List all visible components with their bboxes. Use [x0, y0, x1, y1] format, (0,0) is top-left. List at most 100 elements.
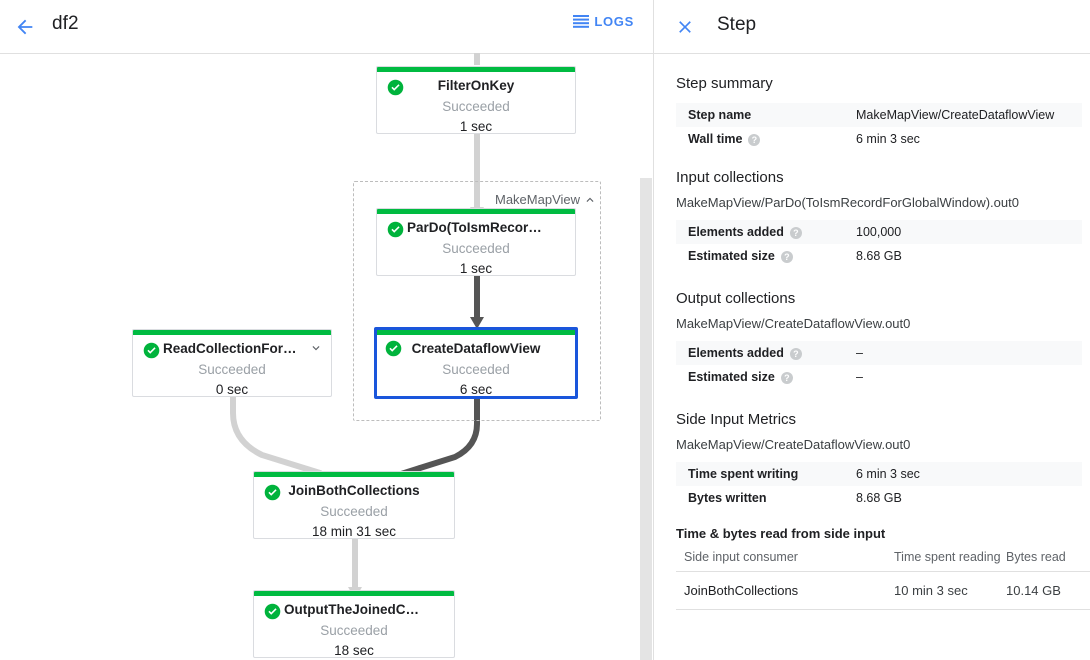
graph-node-join-both-collections[interactable]: JoinBothCollections Succeeded 18 min 31 … [253, 471, 455, 539]
side-input-metrics-section: Side Input Metrics MakeMapView/CreateDat… [676, 411, 1082, 510]
input-collections-section: Input collections MakeMapView/ParDo(ToIs… [676, 169, 1082, 268]
side-input-read-heading: Time & bytes read from side input [676, 526, 886, 541]
row-key: Time spent writing [688, 467, 799, 481]
node-status-bar [377, 330, 575, 335]
row-key: Elements added? [676, 220, 856, 244]
row-value: 6 min 3 sec [856, 132, 920, 146]
row-key: Estimated size? [676, 244, 856, 268]
cell-time-spent-reading: 10 min 3 sec [894, 571, 1006, 610]
node-time: 18 min 31 sec [311, 524, 397, 539]
check-circle-icon [385, 340, 402, 357]
node-status: Succeeded [442, 99, 510, 114]
table-row: Bytes written 8.68 GB [676, 486, 1082, 510]
node-status-bar [254, 591, 454, 596]
column-header: Time spent reading [894, 546, 1006, 572]
row-key: Estimated size? [676, 365, 856, 389]
column-header: Side input consumer [676, 546, 894, 572]
help-icon[interactable]: ? [780, 371, 793, 384]
help-icon[interactable]: ? [748, 133, 761, 146]
node-status-bar [133, 330, 331, 335]
table-row: Estimated size? – [676, 365, 1082, 389]
table-row: Elements added? – [676, 341, 1082, 365]
output-collections-section: Output collections MakeMapView/CreateDat… [676, 290, 1082, 389]
row-value: – [856, 346, 863, 360]
graph-vertical-scrollbar[interactable] [640, 178, 652, 660]
help-icon[interactable]: ? [789, 226, 802, 239]
table-row: JoinBothCollections 10 min 3 sec 10.14 G… [676, 571, 1090, 610]
page-title: df2 [52, 13, 79, 34]
node-time: 1 sec [459, 261, 493, 276]
node-time: 0 sec [215, 382, 249, 397]
node-status: Succeeded [442, 241, 510, 256]
close-button[interactable] [670, 12, 700, 42]
graph-node-filter-on-key[interactable]: FilterOnKey Succeeded 1 sec [376, 66, 576, 134]
node-title: CreateDataflowView [411, 341, 541, 356]
node-status-bar [377, 209, 575, 214]
node-time: 6 sec [459, 382, 493, 397]
side-input-read-table: Side input consumer Time spent reading B… [676, 546, 1090, 610]
graph-canvas[interactable]: MakeMapView FilterOnKey Succeeded 1 sec [0, 53, 653, 660]
group-makemapview[interactable] [353, 181, 601, 421]
step-details-pane: Step Step summary Step name MakeMapView/… [654, 0, 1090, 660]
output-collection-name: MakeMapView/CreateDataflowView.out0 [676, 316, 911, 331]
node-status-bar [254, 472, 454, 477]
graph-node-read-collection-for-join[interactable]: ReadCollectionForJoin Succeeded 0 sec [132, 329, 332, 397]
cell-bytes-read: 10.14 GB [1006, 571, 1090, 610]
side-input-metrics-table: Time spent writing 6 min 3 sec Bytes wri… [676, 462, 1082, 510]
table-header-row: Side input consumer Time spent reading B… [676, 546, 1090, 572]
step-summary-table: Step name MakeMapView/CreateDataflowView… [676, 103, 1082, 151]
side-input-collection-name: MakeMapView/CreateDataflowView.out0 [676, 437, 911, 452]
node-status: Succeeded [198, 362, 266, 377]
back-button[interactable] [8, 10, 42, 44]
node-title: JoinBothCollections [288, 483, 420, 498]
row-key: Wall time? [676, 127, 856, 151]
input-collections-heading: Input collections [676, 169, 784, 186]
table-row: Wall time? 6 min 3 sec [676, 127, 1082, 151]
row-value: 100,000 [856, 225, 902, 239]
node-status: Succeeded [320, 623, 388, 638]
node-title: ReadCollectionForJoin [163, 341, 311, 356]
help-icon[interactable]: ? [789, 347, 802, 360]
help-icon[interactable]: ? [780, 250, 793, 263]
row-key: Step name [688, 108, 752, 122]
table-row: Estimated size? 8.68 GB [676, 244, 1082, 268]
table-row: Step name MakeMapView/CreateDataflowView [676, 103, 1082, 127]
node-time: 18 sec [334, 643, 374, 658]
table-row: Time spent writing 6 min 3 sec [676, 462, 1082, 486]
row-value: 6 min 3 sec [856, 467, 920, 481]
graph-node-output-the-joined-collec[interactable]: OutputTheJoinedCollec… Succeeded 18 sec [253, 590, 455, 658]
check-circle-icon [264, 484, 281, 501]
logs-button[interactable]: LOGS [573, 14, 634, 29]
side-input-read-section: Time & bytes read from side input Side i… [676, 526, 1090, 610]
logs-label: LOGS [594, 14, 634, 29]
chevron-up-icon [586, 197, 594, 202]
group-collapse-chevron[interactable] [583, 193, 597, 212]
output-collections-heading: Output collections [676, 290, 796, 307]
table-row: Elements added? 100,000 [676, 220, 1082, 244]
row-value: 8.68 GB [856, 249, 902, 263]
side-input-metrics-heading: Side Input Metrics [676, 411, 797, 428]
step-details-title: Step [717, 14, 757, 35]
node-title: OutputTheJoinedCollec… [284, 602, 450, 617]
node-time: 1 sec [459, 119, 493, 134]
input-collections-table: Elements added? 100,000 Estimated size? … [676, 220, 1082, 268]
column-header: Bytes read [1006, 546, 1090, 572]
step-details-header: Step [654, 0, 1090, 54]
output-collections-table: Elements added? – Estimated size? – [676, 341, 1082, 389]
graph-node-pardo-toismrecordfor[interactable]: ParDo(ToIsmRecordFor… Succeeded 1 sec [376, 208, 576, 276]
row-key: Bytes written [688, 491, 767, 505]
check-circle-icon [387, 221, 404, 238]
group-label: MakeMapView [495, 192, 581, 207]
row-value: 8.68 GB [856, 491, 902, 505]
check-circle-icon [264, 603, 281, 620]
job-graph-pane: df2 LOGS [0, 0, 654, 660]
graph-node-create-dataflow-view[interactable]: CreateDataflowView Succeeded 6 sec [374, 327, 578, 399]
cell-consumer: JoinBothCollections [676, 571, 894, 610]
node-expand-chevron[interactable] [309, 341, 323, 360]
close-icon [679, 21, 691, 33]
step-summary-heading: Step summary [676, 75, 773, 92]
step-summary-section: Step summary Step name MakeMapView/Creat… [676, 75, 1082, 151]
node-status: Succeeded [320, 504, 388, 519]
node-title: FilterOnKey [437, 78, 515, 93]
